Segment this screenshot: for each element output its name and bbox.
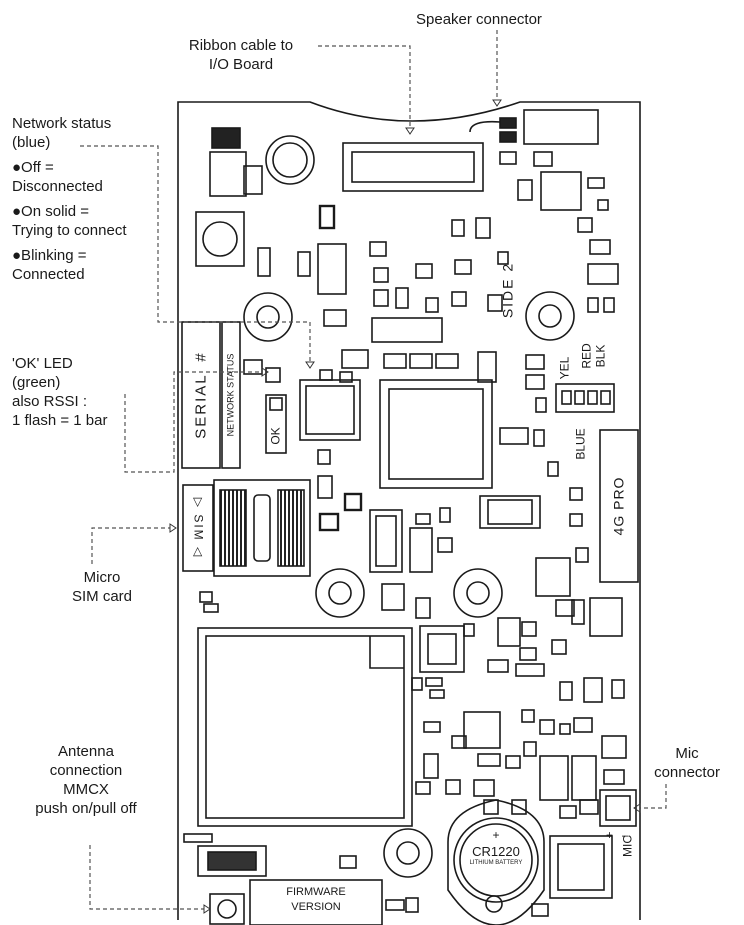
battery-type-label: LITHIUM BATTERY bbox=[469, 860, 523, 866]
ribbon-cable-label: Ribbon cable to I/O Board bbox=[188, 37, 294, 73]
network-status-callout: Network status (blue) ●Off = Disconnecte… bbox=[12, 115, 127, 283]
leader-sim bbox=[91, 527, 170, 564]
mic-plus-label: + bbox=[606, 828, 614, 842]
micro-sim-callout: Micro SIM card bbox=[71, 569, 132, 605]
network-status-label: NETWORK STATUS bbox=[225, 353, 236, 437]
coin-battery bbox=[447, 799, 545, 925]
leader-antenna bbox=[89, 845, 204, 910]
model-label-box bbox=[599, 429, 639, 583]
micro-sim-slot bbox=[213, 479, 311, 577]
mic-connector bbox=[599, 789, 637, 827]
board-outline bbox=[177, 101, 641, 920]
wire-label-blk: BLK bbox=[593, 344, 608, 368]
ok-led-callout: 'OK' LED (green) also RSSI : 1 flash = 1… bbox=[12, 355, 108, 429]
sim-slot-label bbox=[182, 484, 214, 572]
ok-label: OK bbox=[268, 427, 283, 445]
mic-minus-label: – bbox=[622, 828, 629, 842]
firmware-version-box bbox=[249, 879, 383, 925]
sim-label: ▷ SIM ◁ bbox=[191, 497, 206, 559]
model-label: 4G PRO bbox=[610, 476, 627, 536]
serial-label: SERIAL # bbox=[192, 351, 210, 439]
leader-ribbon bbox=[318, 45, 411, 126]
ribbon-connector bbox=[342, 142, 484, 192]
wire-label-yel: YEL bbox=[557, 356, 572, 380]
main-processor bbox=[379, 379, 493, 489]
leader-ok bbox=[124, 371, 262, 473]
antenna-connector bbox=[217, 899, 237, 919]
leader-mic bbox=[640, 784, 667, 809]
wire-label-blue: BLUE bbox=[573, 428, 588, 460]
speaker-connector-label: Speaker connector bbox=[416, 11, 542, 28]
speaker-connector bbox=[469, 109, 599, 145]
side-label: SIDE 2 bbox=[499, 261, 516, 319]
flash-chip bbox=[197, 627, 413, 827]
battery-plus-label: + bbox=[492, 828, 500, 842]
battery-model-label: CR1220 bbox=[472, 844, 520, 859]
network-status-panel bbox=[221, 321, 241, 469]
mic-connector-callout: Mic connector bbox=[654, 745, 720, 781]
wire-terminal-block bbox=[555, 383, 615, 413]
antenna-callout: Antenna connection MMCX push on/pull off bbox=[35, 743, 137, 817]
firmware-version-label: FIRMWARE VERSION bbox=[286, 886, 346, 913]
leader-network bbox=[80, 145, 311, 362]
